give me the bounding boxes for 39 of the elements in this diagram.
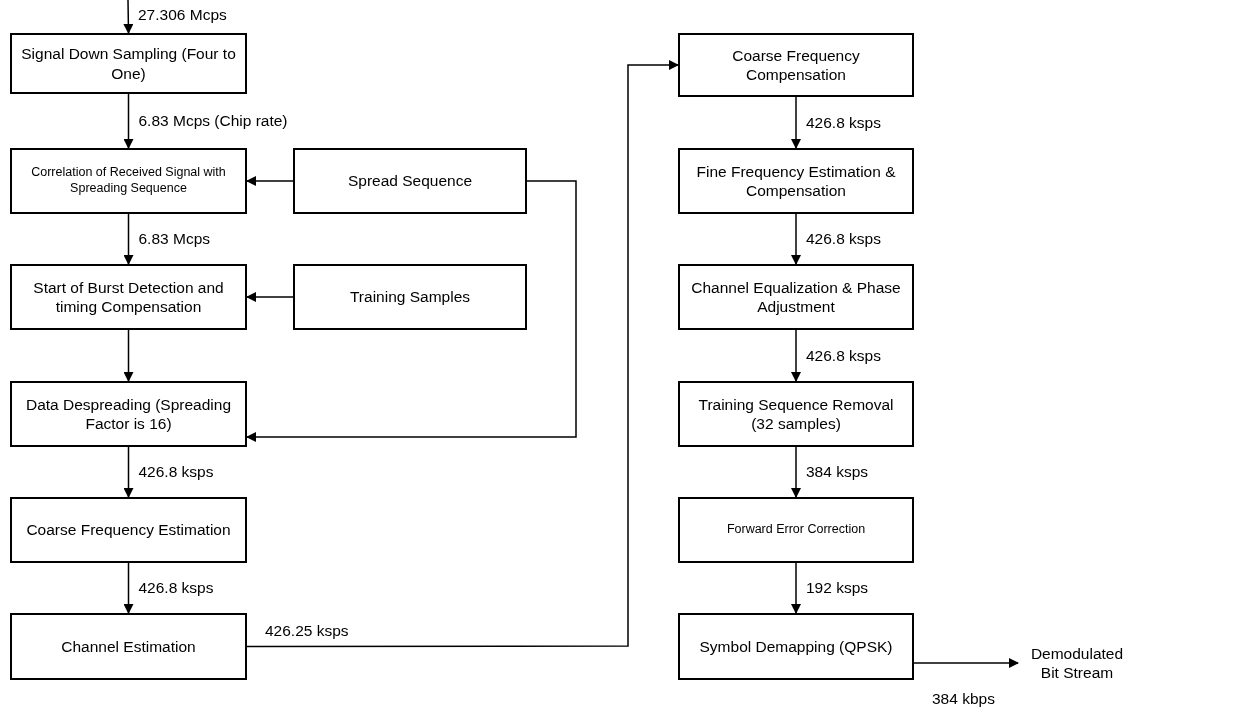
arrow: [246, 180, 577, 442]
arrow: [791, 96, 801, 149]
process-box: Training Samples: [293, 264, 527, 330]
arrow: [913, 658, 1019, 668]
process-box: Spread Sequence: [293, 148, 527, 214]
arrow: [791, 562, 801, 614]
process-box: Training Sequence Removal (32 samples): [678, 381, 914, 447]
edge-label: 426.8 ksps: [136, 579, 216, 597]
arrow: [791, 446, 801, 498]
edge-label: 426.25 ksps: [263, 622, 351, 640]
edge-label: 426.8 ksps: [804, 230, 883, 248]
process-box: Channel Equalization & Phase Adjustment: [678, 264, 914, 330]
process-box: Forward Error Correction: [678, 497, 914, 563]
edge-label: 192 ksps: [804, 579, 871, 597]
arrow: [123, 0, 134, 34]
process-box: Coarse Frequency Compensation: [678, 33, 914, 97]
process-box: Signal Down Sampling (Four to One): [10, 33, 247, 94]
process-box: Coarse Frequency Estimation: [10, 497, 247, 563]
arrow: [123, 562, 134, 614]
arrow: [791, 329, 801, 382]
arrow: [246, 176, 294, 186]
process-box: Correlation of Received Signal with Spreading Sequence: [10, 148, 247, 214]
process-box: Fine Frequency Estimation & Compensation: [678, 148, 914, 214]
output-label: Demodulated Bit Stream: [1018, 634, 1136, 692]
process-box: Data Despreading (Spreading Factor is 16): [10, 381, 247, 447]
process-box: Symbol Demapping (QPSK): [678, 613, 914, 680]
arrow: [123, 213, 134, 265]
arrow: [246, 60, 679, 648]
edge-label: 6.83 Mcps (Chip rate): [136, 112, 290, 130]
process-box: Channel Estimation: [10, 613, 247, 680]
process-box: Start of Burst Detection and timing Compensation: [10, 264, 247, 330]
edge-label: 426.8 ksps: [136, 463, 216, 481]
edge-label: 384 kbps: [930, 690, 997, 708]
arrow: [123, 329, 134, 382]
arrow: [246, 292, 294, 302]
arrow: [123, 446, 134, 498]
edge-label: 384 ksps: [804, 463, 871, 481]
arrow: [791, 213, 801, 265]
arrow: [123, 93, 134, 149]
